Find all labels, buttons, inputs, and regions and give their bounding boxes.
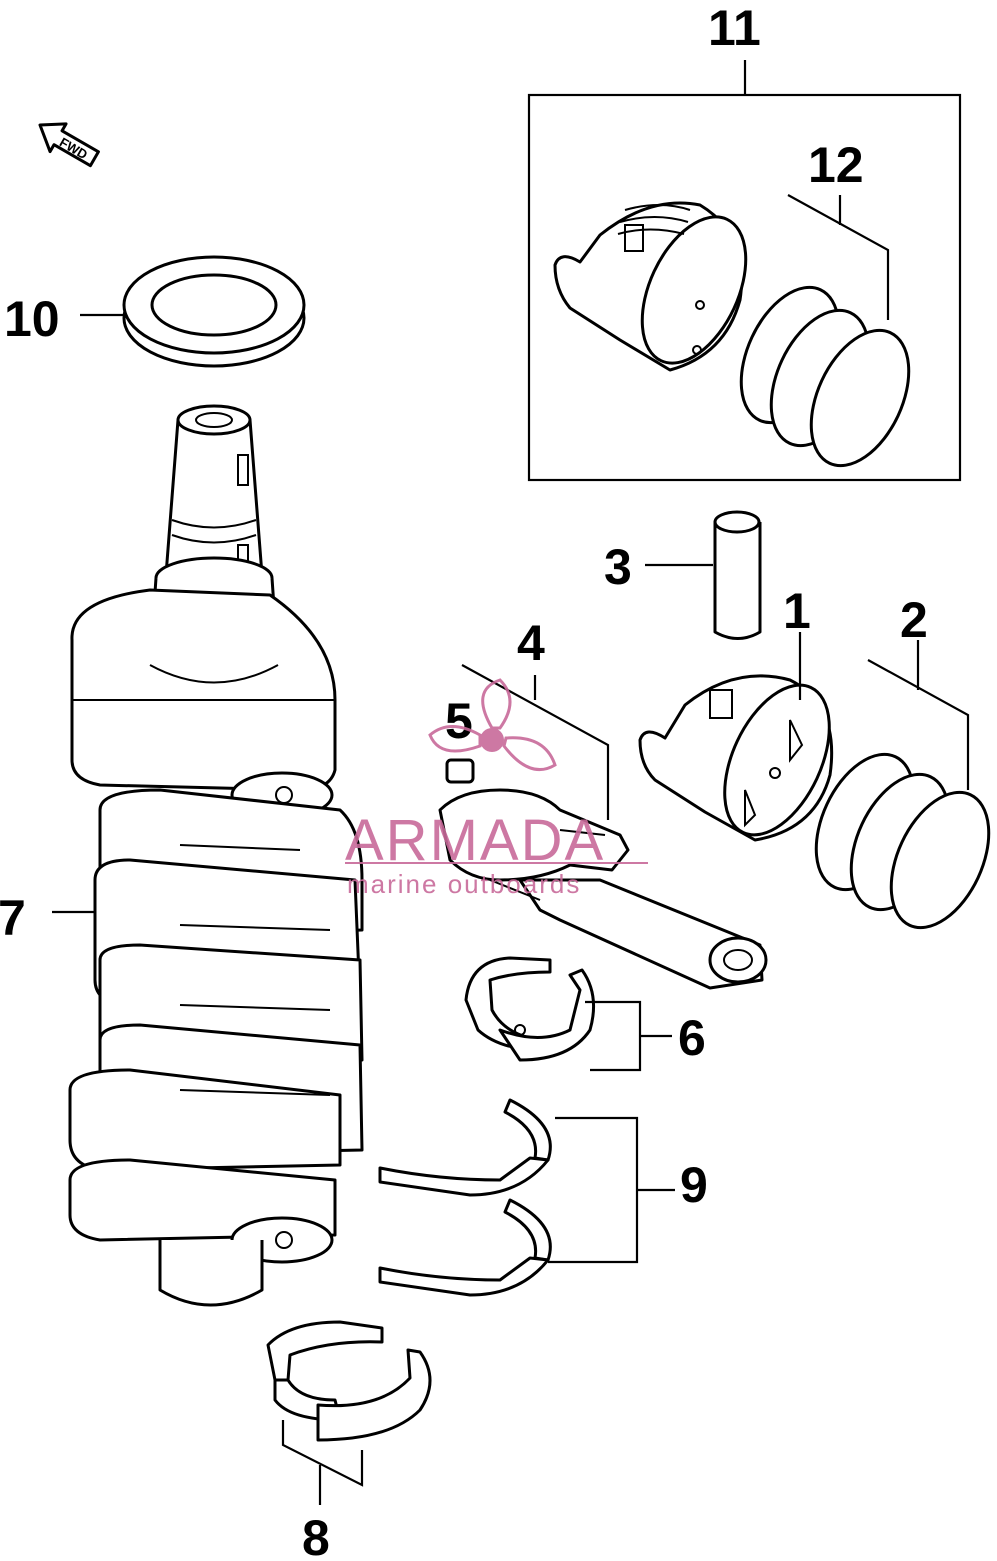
piston-in-set-11 bbox=[553, 201, 748, 372]
leader-8a bbox=[281, 1420, 364, 1487]
crankshaft-part-7 bbox=[68, 404, 364, 1307]
leader-12a bbox=[787, 194, 890, 320]
callout-4: 4 bbox=[517, 615, 545, 671]
piston-pin-part-3 bbox=[713, 510, 762, 640]
rod-bearing-part-6 bbox=[464, 956, 596, 1062]
connecting-rod-part-4 bbox=[438, 788, 768, 990]
piston-rings-part-12 bbox=[739, 285, 911, 468]
callout-5: 5 bbox=[445, 693, 473, 749]
callout-3: 3 bbox=[604, 539, 632, 595]
watermark-tagline: marine outboards bbox=[347, 869, 581, 899]
callout-10: 10 bbox=[4, 291, 60, 347]
callout-1: 1 bbox=[783, 583, 811, 639]
leader-2a bbox=[867, 659, 970, 790]
callout-11: 11 bbox=[708, 0, 761, 56]
thrust-washers-part-9 bbox=[378, 1098, 552, 1297]
nut-part-5 bbox=[445, 758, 475, 784]
callout-6: 6 bbox=[678, 1010, 706, 1066]
armada-watermark: ARMADA marine outboards bbox=[345, 678, 648, 899]
callout-8: 8 bbox=[302, 1510, 330, 1561]
piston-part-1 bbox=[638, 674, 834, 842]
leader-4a bbox=[461, 664, 610, 820]
callout-9: 9 bbox=[680, 1157, 708, 1213]
piston-rings-part-2 bbox=[814, 752, 991, 930]
callout-2: 2 bbox=[900, 592, 928, 648]
main-bearing-part-8 bbox=[266, 1320, 432, 1442]
callout-12: 12 bbox=[808, 137, 864, 193]
propeller-logo-icon bbox=[428, 678, 557, 772]
leader-9-bracket bbox=[548, 1116, 639, 1264]
callout-7: 7 bbox=[0, 890, 26, 946]
fwd-arrow-icon: FWD bbox=[38, 122, 100, 168]
oil-seal-part-10 bbox=[122, 255, 306, 368]
